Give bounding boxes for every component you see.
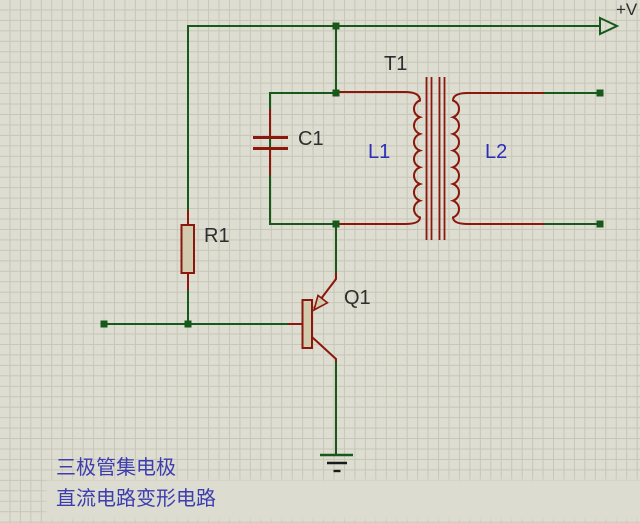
- resistor-body[interactable]: [180, 224, 195, 274]
- power-terminal-arrow-icon[interactable]: [599, 16, 620, 36]
- junction-dot: [332, 220, 340, 228]
- transistor-emitter-arrow-icon: [312, 294, 329, 312]
- wire-capacitor-bracket[interactable]: [269, 92, 336, 225]
- transformer-ref-label[interactable]: T1: [384, 53, 408, 75]
- capacitor-C1[interactable]: [253, 109, 288, 175]
- junction-dot: [332, 22, 340, 30]
- terminal-dot: [596, 220, 604, 228]
- primary-winding[interactable]: [339, 91, 424, 225]
- terminal-dot: [596, 89, 604, 97]
- power-terminal-label[interactable]: +V: [616, 0, 638, 19]
- transistor-ref-label[interactable]: Q1: [344, 287, 371, 309]
- transistor-base-bar[interactable]: [301, 299, 313, 349]
- primary-winding-label[interactable]: L1: [368, 141, 391, 163]
- secondary-winding[interactable]: [449, 92, 544, 225]
- caption-line-2[interactable]: 直流电路变形电路: [56, 488, 216, 510]
- capacitor-ref-label[interactable]: C1: [298, 128, 324, 150]
- resistor-ref-label[interactable]: R1: [204, 225, 230, 247]
- secondary-winding-label[interactable]: L2: [485, 141, 508, 163]
- transistor-collector-lead[interactable]: [311, 336, 337, 362]
- junction-dot: [332, 89, 340, 97]
- transistor-Q1[interactable]: [288, 273, 337, 362]
- wire-power-rail[interactable]: [187, 25, 599, 211]
- resistor-R1[interactable]: [180, 210, 195, 290]
- caption-line-1[interactable]: 三极管集电极: [56, 457, 176, 479]
- transformer-T1[interactable]: [339, 77, 544, 240]
- terminal-dot: [100, 320, 108, 328]
- ground-symbol[interactable]: [320, 453, 353, 473]
- junction-dot: [184, 320, 192, 328]
- watermark-blur-band: [46, 480, 640, 520]
